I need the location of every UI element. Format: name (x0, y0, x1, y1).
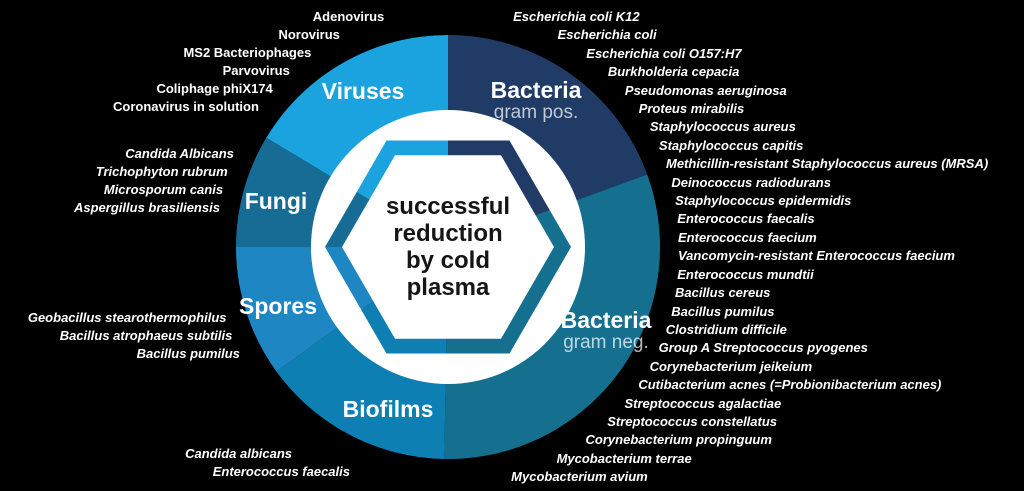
organism-item: Mycobacterium avium (511, 469, 648, 485)
organism-item: Bacillus pumilus (671, 303, 775, 319)
organism-item: Bacillus atrophaeus subtilis (59, 328, 233, 343)
segment-label-viruses: Viruses (321, 78, 405, 104)
segment-label-sub: gram neg. (563, 332, 649, 353)
organism-item: Methicillin-resistant Staphylococcus aur… (665, 156, 989, 172)
organism-item: Streptococcus agalactiae (624, 395, 782, 411)
organism-item: Pseudomonas aeruginosa (624, 82, 787, 98)
organism-item: Group A Streptococcus pyogenes (658, 340, 868, 356)
organism-item: Staphylococcus epidermidis (675, 193, 852, 209)
organism-item: Trichophyton rubrum (95, 164, 228, 179)
center-claim-text: successful reduction by cold plasma (385, 193, 511, 301)
organism-item: Microsporum canis (103, 182, 224, 197)
segment-label-fungi: Fungi (244, 188, 308, 214)
organism-item: Coronavirus in solution (113, 99, 259, 114)
organism-item: Corynebacterium propinguum (585, 432, 772, 448)
organism-item: Clostridium difficile (665, 321, 787, 337)
white-disc-hexagon-ring (311, 110, 585, 384)
organism-item: Staphylococcus capitis (658, 137, 804, 153)
organism-item: Corynebacterium jeikeium (649, 358, 813, 374)
organism-item: Coliphage phiX174 (156, 81, 273, 96)
organism-item: Escherichia coli O157:H7 (586, 45, 742, 61)
organism-item: Escherichia coli (557, 27, 657, 43)
organism-item: Streptococcus constellatus (607, 413, 778, 429)
organism-item: Enterococcus faecalis (677, 211, 815, 227)
organism-item: Adenovirus (312, 9, 385, 24)
segment-label-bacteria-gram-pos: Bacteria gram pos. (491, 78, 582, 124)
organism-item: Mycobacterium terrae (556, 450, 692, 466)
organism-item: Aspergillus brasiliensis (74, 200, 220, 215)
segment-label-main: Bacteria (490, 77, 582, 103)
organism-item: Bacillus pumilus (136, 346, 240, 361)
organism-item: Deinococcus radiodurans (671, 174, 831, 190)
organism-item: Bacillus cereus (674, 285, 771, 301)
organism-item: Staphylococcus aureus (649, 119, 796, 135)
organism-item: Norovirus (278, 27, 340, 42)
segment-label-main: Bacteria (560, 307, 652, 333)
organism-item: Enterococcus faecalis (212, 464, 350, 479)
organism-item: Candida Albicans (125, 146, 234, 161)
organism-item: Burkholderia cepacia (607, 64, 740, 80)
organism-item: Enterococcus faecium (678, 229, 817, 245)
segment-label-bacteria-gram-neg: Bacteria gram neg. (561, 308, 652, 354)
organism-item: Parvovirus (222, 63, 290, 78)
organism-item: Enterococcus mundtii (677, 266, 814, 282)
segment-label-spores: Spores (239, 293, 317, 319)
organism-item: Escherichia coli K12 (513, 9, 640, 24)
organism-item: Candida albicans (185, 446, 292, 461)
segment-label-sub: gram pos. (493, 102, 579, 123)
organism-item: MS2 Bacteriophages (183, 45, 312, 60)
segment-label-biofilms: Biofilms (342, 396, 434, 422)
organism-item: Geobacillus stearothermophilus (27, 310, 227, 325)
organism-item: Vancomycin-resistant Enterococcus faeciu… (677, 248, 955, 264)
organism-item: Proteus mirabilis (638, 101, 745, 117)
organism-item: Cutibacterium acnes (=Probionibacterium … (638, 377, 942, 393)
